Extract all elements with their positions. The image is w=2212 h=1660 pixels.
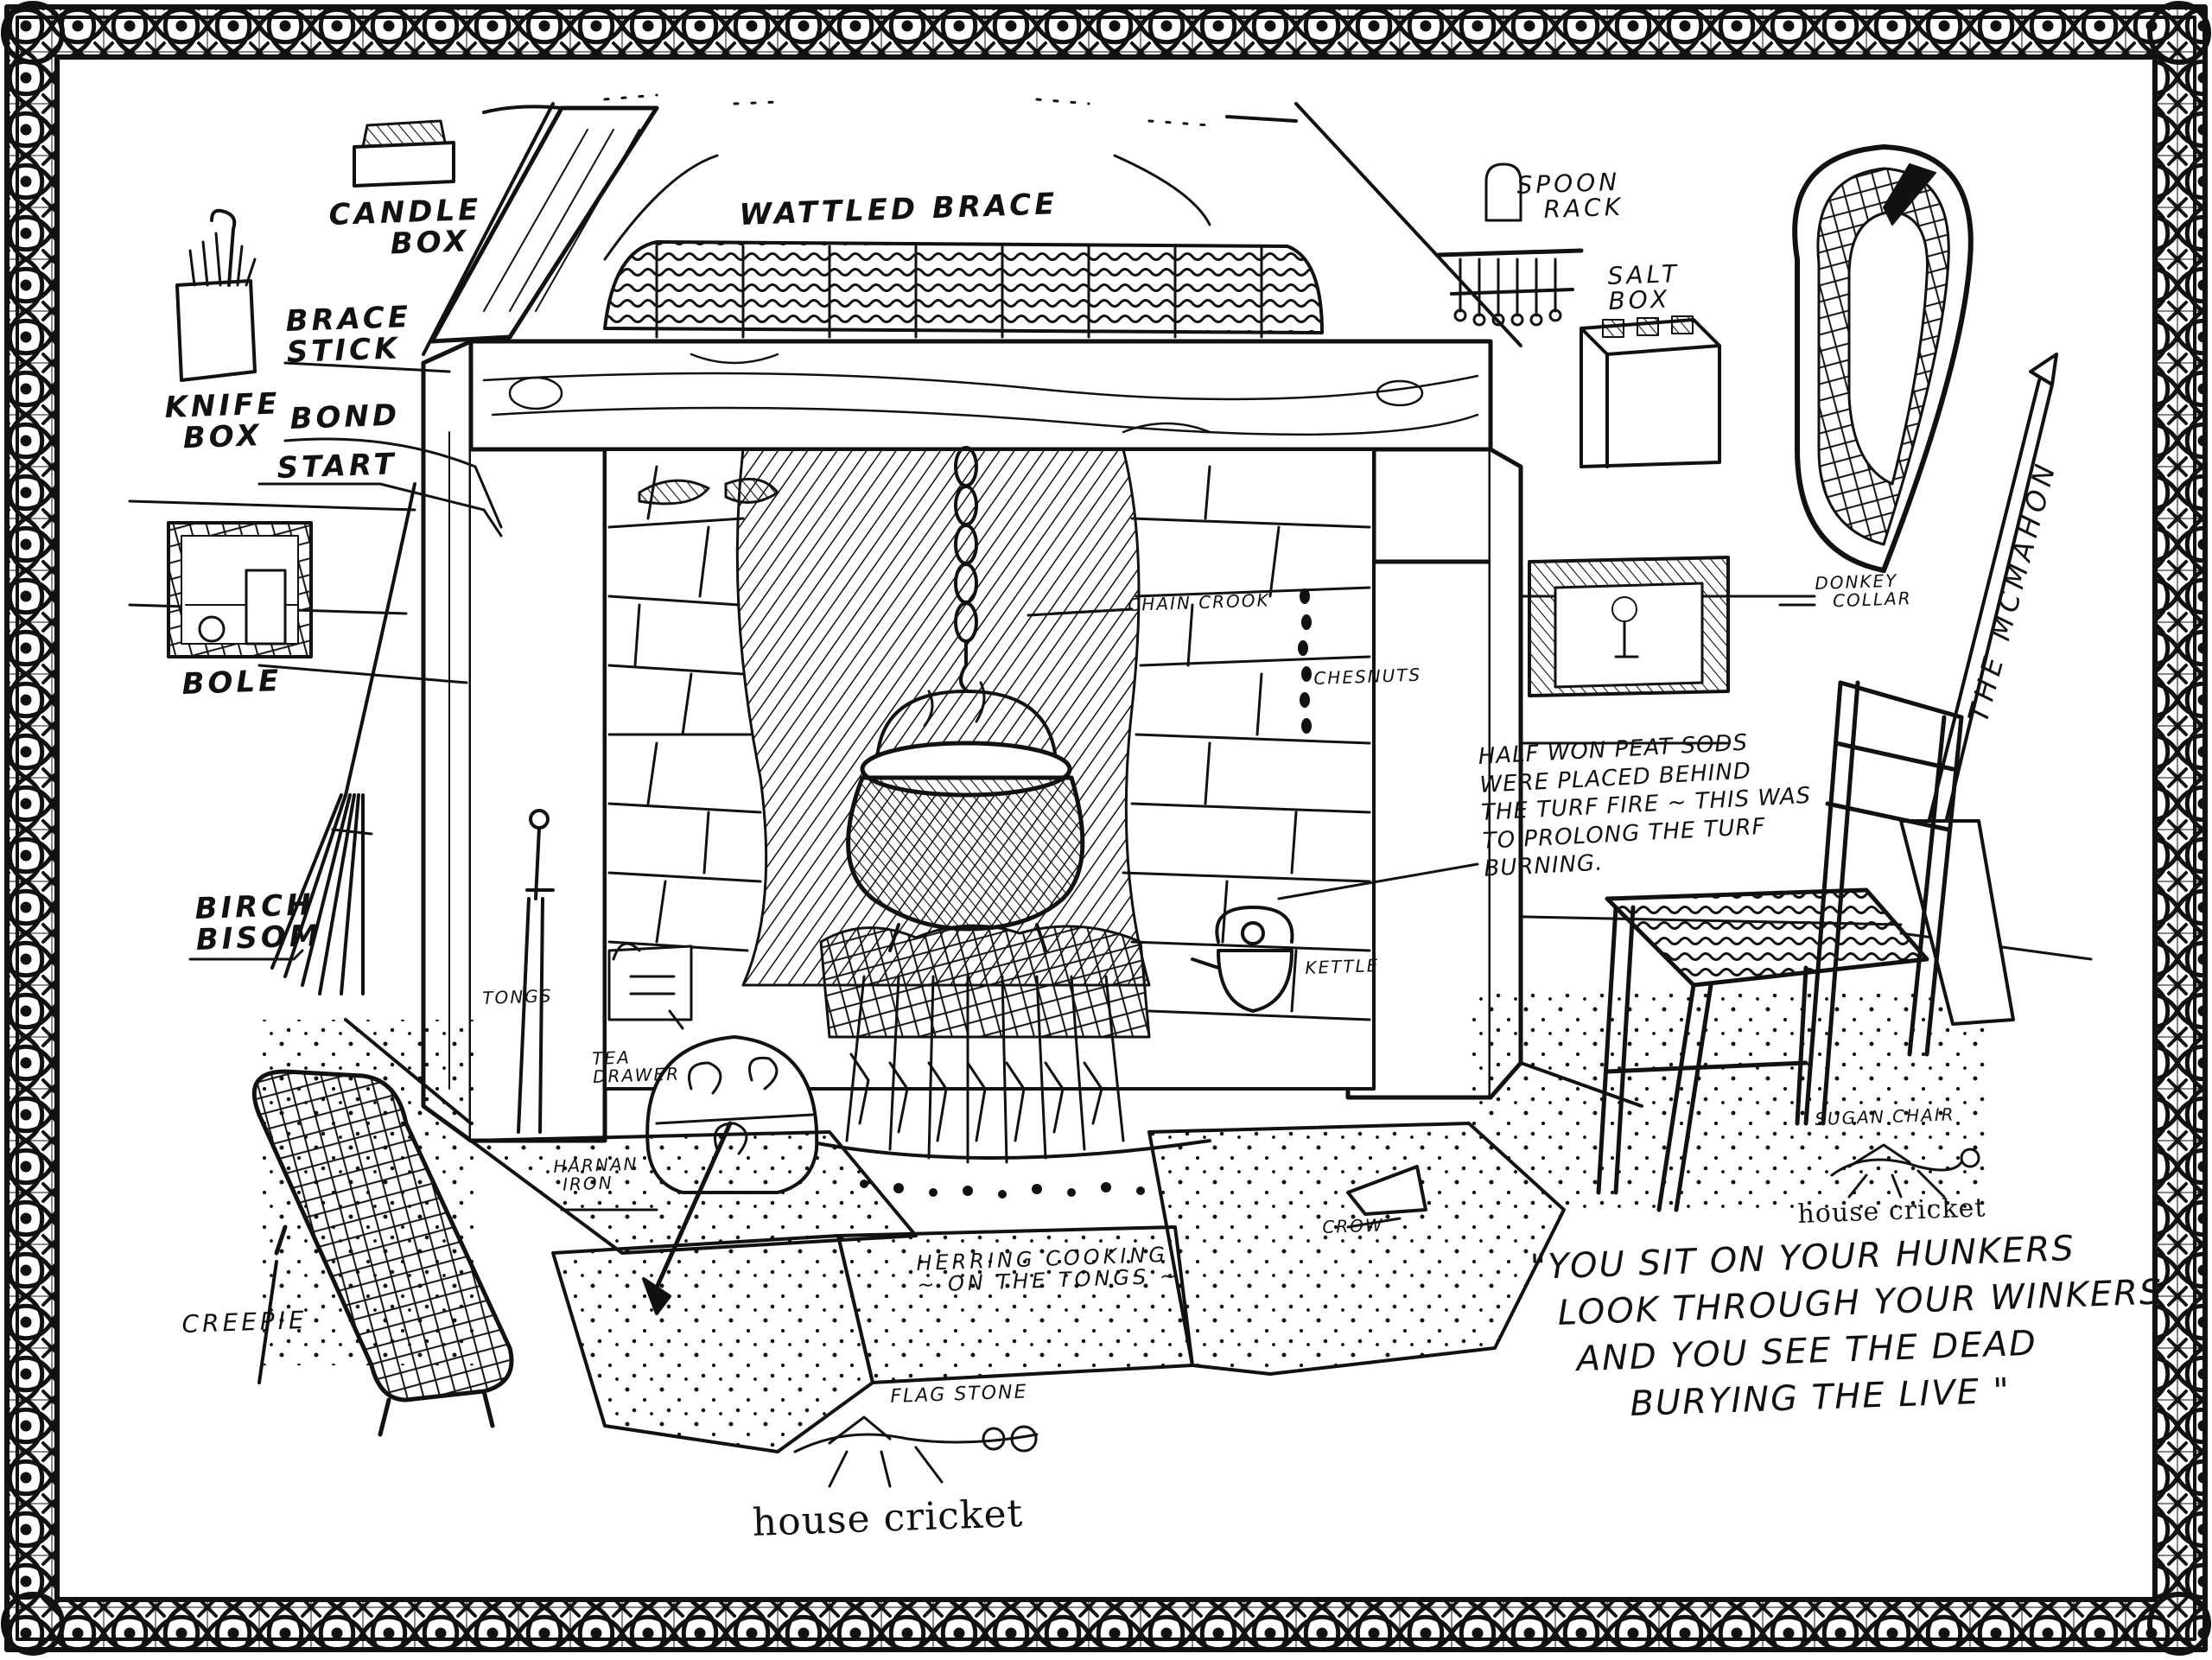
label-harnan-iron-line2: IRON: [562, 1172, 613, 1195]
label-house-cricket-right: house cricket: [1796, 1193, 1986, 1230]
birch-bisom: [270, 482, 416, 995]
label-start: START: [276, 447, 398, 486]
label-birch-bisom-line2: BISOM: [195, 918, 323, 957]
herring-row: [802, 975, 1211, 1164]
peat-sods-note: HALF WON PEAT SODS WERE PLACED BEHIND TH…: [1478, 726, 1815, 883]
label-creepie: CREEPIE: [181, 1305, 308, 1339]
label-tea-drawer: TEA DRAWER: [592, 1046, 681, 1087]
turf-fire: [802, 924, 1211, 1199]
left-pillar: [421, 339, 607, 1143]
bole: [167, 521, 313, 658]
label-kettle: KETTLE: [1304, 955, 1380, 978]
candle-box: [353, 119, 455, 188]
crow: [1346, 1165, 1427, 1216]
label-chain-crook: CHAIN CROOK: [1127, 589, 1271, 615]
label-brace-stick-line2: STICK: [286, 331, 402, 370]
donkey-collar: [1792, 144, 1974, 573]
tongs: [517, 809, 555, 1134]
knife-box: [175, 208, 257, 382]
label-tea-drawer-line2: DRAWER: [592, 1063, 681, 1087]
label-house-cricket-bottom: house cricket: [751, 1491, 1025, 1545]
label-knife-box-line1: KNIFE: [163, 386, 282, 425]
label-knife-box: KNIFE BOX: [163, 386, 282, 455]
label-donkey-collar: DONKEY COLLAR: [1815, 570, 1912, 612]
candle-niche: [1528, 556, 1730, 697]
peat-sods: [638, 477, 779, 506]
sugan-chair: [1596, 680, 1964, 1212]
label-harnan-iron: HARNAN IRON: [553, 1154, 639, 1195]
chimney-hood: [422, 102, 1522, 356]
label-salt-box-line2: BOX: [1607, 284, 1671, 316]
kettle: [1191, 906, 1294, 1013]
label-flag-stone: FLAG STONE: [889, 1381, 1028, 1408]
label-chesnuts: CHESNUTS: [1313, 664, 1422, 689]
label-crow: CROW: [1321, 1214, 1385, 1237]
label-salt-box: SALT BOX: [1607, 259, 1681, 316]
cooking-pot: [846, 681, 1085, 952]
leader-arrows: [188, 361, 1816, 1229]
label-bole: BOLE: [181, 663, 283, 702]
embers: [860, 1180, 1145, 1199]
label-bond: BOND: [289, 398, 401, 436]
wattled-brace: [603, 240, 1324, 339]
mantel-beam: [468, 339, 1493, 452]
stone-courses: [607, 465, 1371, 1021]
hunkers-quote: "YOU SIT ON YOUR HUNKERS LOOK THROUGH YO…: [1529, 1222, 2167, 1430]
salt-box: [1580, 315, 1721, 468]
tea-drawer: [607, 942, 693, 1030]
brace-stick: [429, 105, 659, 344]
house-cricket-right: [1830, 1143, 1980, 1199]
right-pillar: [1345, 447, 1523, 1100]
label-birch-bisom: BIRCH BISOM: [194, 887, 323, 957]
spoon-rack: [1436, 162, 1584, 327]
label-brace-stick: BRACE STICK: [285, 300, 413, 370]
chesnuts: [1298, 588, 1312, 734]
label-sugan-chair: SUGAN CHAIR: [1814, 1103, 1955, 1129]
label-knife-box-line2: BOX: [182, 417, 264, 455]
house-cricket-bottom: [793, 1415, 1039, 1488]
label-tongs: TONGS: [481, 985, 553, 1008]
label-candle-box: CANDLE BOX: [328, 193, 483, 263]
label-herring-cooking: HERRING COOKING ~ ON THE TONGS ~: [916, 1243, 1180, 1297]
flagstones: [257, 1018, 1643, 1453]
label-spoon-rack: SPOON RACK: [1516, 168, 1624, 224]
creepie: [251, 1069, 514, 1437]
